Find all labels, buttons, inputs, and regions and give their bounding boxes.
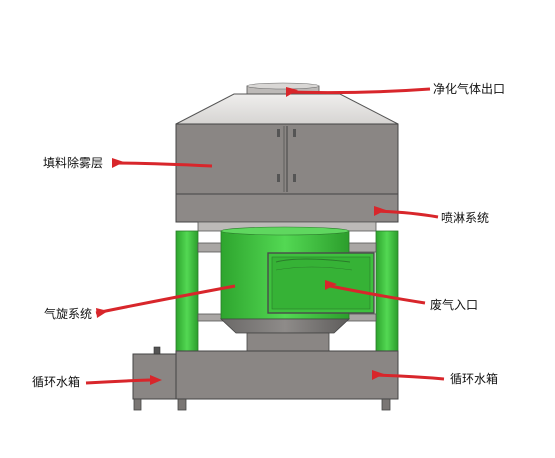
cyclone-cone bbox=[219, 318, 351, 334]
left-green-column bbox=[175, 230, 199, 352]
label-packing-demister: 填料除雾层 bbox=[43, 156, 104, 170]
inlet-duct bbox=[267, 252, 375, 314]
arrow-tank-right bbox=[371, 370, 445, 381]
arrow-inlet bbox=[324, 280, 426, 305]
spray-section bbox=[175, 193, 399, 223]
label-cyclone-system: 气旋系统 bbox=[44, 307, 93, 321]
outlet-pipe bbox=[246, 82, 320, 95]
top-hood bbox=[175, 93, 399, 125]
arrow-outlet bbox=[285, 87, 431, 97]
main-water-tank bbox=[175, 350, 399, 400]
arrow-cyclone bbox=[95, 284, 236, 318]
arrow-spray bbox=[373, 206, 439, 219]
label-purified-gas-outlet: 净化气体出口 bbox=[433, 82, 506, 96]
label-water-tank-right: 循环水箱 bbox=[450, 372, 499, 386]
label-water-tank-left: 循环水箱 bbox=[32, 375, 81, 389]
arrow-tank-left bbox=[85, 375, 162, 385]
label-spray-system: 喷淋系统 bbox=[441, 211, 490, 225]
label-exhaust-inlet: 废气入口 bbox=[430, 298, 479, 312]
right-green-column bbox=[375, 230, 399, 352]
side-water-tank bbox=[132, 346, 177, 411]
arrow-packing bbox=[111, 158, 213, 168]
